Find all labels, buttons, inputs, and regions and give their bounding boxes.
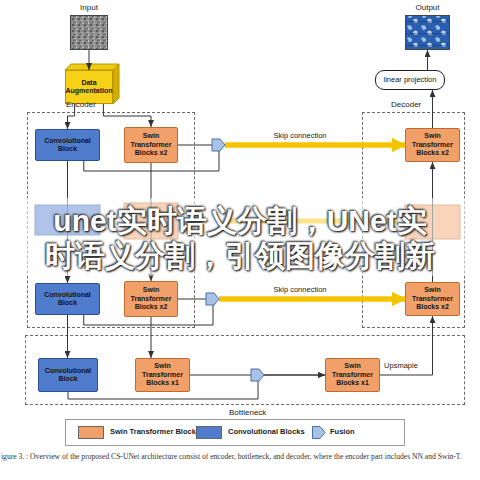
flow-arrow — [67, 315, 68, 358]
connector-line — [89, 50, 90, 70]
connector-line — [68, 375, 325, 399]
box-label: linear projection — [382, 76, 439, 84]
connector-line — [427, 50, 428, 70]
swin-block: Swin Transformer Blocks x2 — [124, 127, 178, 163]
flow-arrow — [151, 317, 152, 358]
box-label: Swin Transformer Blocks x2 — [125, 132, 177, 157]
flow-arrow — [89, 50, 90, 70]
block-side-face — [113, 64, 119, 104]
swin-block: Swin Transformer Blocks x1 — [325, 358, 380, 392]
legend-symbol — [312, 426, 326, 439]
augmentation-box: Data Augmentation — [65, 70, 113, 104]
box-label: Swin Transformer Blocks x1 — [136, 362, 189, 387]
swin-block: Swin Transformer Blocks x1 — [135, 358, 190, 392]
panel-title: Input — [80, 4, 98, 12]
caption-area: igure 3. : Overview of the proposed CS-U… — [1, 451, 479, 463]
legend-text: Swin Transformer Blocks — [110, 427, 200, 436]
skip-arrow — [225, 143, 405, 148]
fusion-symbol — [251, 369, 264, 381]
fusion-symbol — [313, 427, 326, 439]
legend-swatch — [196, 426, 222, 439]
flow-arrow — [68, 375, 325, 399]
flow-arrow — [103, 104, 151, 127]
input-image — [70, 15, 108, 50]
legend-text: Convolutional Blocks — [228, 427, 305, 436]
skip-connection — [84, 299, 405, 325]
box-label: Swin Transformer Blocks x1 — [326, 362, 379, 387]
box-label: Convolutional Block — [39, 367, 97, 384]
legend-swatch — [78, 426, 104, 439]
box-label: Swin Transformer Blocks x2 — [125, 286, 177, 311]
image-panel: Output — [405, 15, 450, 50]
edge-label: Skip connection — [274, 285, 327, 294]
projection-box: linear projection — [375, 70, 445, 90]
stage-region: BottleneckConvolutional BlockSwin Transf… — [25, 335, 465, 405]
box-label: Swin Transformer Blocks x2 — [406, 132, 459, 157]
fusion-symbol — [212, 139, 225, 151]
output-mask — [405, 15, 450, 50]
overlay-band — [0, 198, 480, 276]
flow-arrow — [380, 316, 433, 375]
flow-arrow — [68, 104, 75, 129]
box-label: Convolutional Block — [36, 291, 99, 308]
connector-line — [84, 145, 405, 171]
connector-line — [67, 315, 68, 358]
box-label: Convolutional Block — [36, 137, 99, 154]
panel-title: Output — [415, 4, 439, 12]
swin-block: Swin Transformer Blocks x2 — [124, 281, 178, 317]
conv-block: Convolutional Block — [35, 283, 100, 315]
image-panel: Input — [70, 15, 108, 50]
box-label: Swin Transformer Blocks x2 — [406, 286, 459, 311]
connector-line — [432, 90, 433, 128]
conv-block: Convolutional Block — [35, 129, 100, 161]
swin-block: Swin Transformer Blocks x2 — [405, 128, 460, 162]
skip-arrow — [225, 143, 405, 148]
flow-arrow — [427, 50, 428, 70]
connector-line — [380, 316, 433, 375]
flow-arrow — [432, 90, 433, 128]
region-title: Decoder — [391, 101, 421, 109]
connector-line — [84, 299, 405, 325]
figure-caption: igure 3. : Overview of the proposed CS-U… — [1, 451, 479, 463]
connector-line — [103, 104, 151, 127]
skip-arrow — [219, 297, 405, 302]
legend-text: Fusion — [330, 427, 355, 436]
region-title: Bottleneck — [229, 409, 266, 417]
edge-label: Skip connection — [274, 131, 327, 140]
swin-block: Swin Transformer Blocks x2 — [405, 282, 460, 316]
skip-arrow — [219, 297, 405, 302]
conv-block: Convolutional Block — [38, 358, 98, 392]
connector-line — [68, 104, 75, 129]
box-label: Data Augmentation — [63, 79, 114, 96]
fusion-symbol — [206, 293, 219, 305]
edge-label: Upsmaple — [384, 361, 418, 370]
connector-line — [151, 317, 152, 358]
skip-connection — [84, 145, 405, 171]
legend-box: Swin Transformer Blocks Convolutional Blo… — [65, 419, 405, 446]
region-title: Encoder — [66, 101, 96, 109]
